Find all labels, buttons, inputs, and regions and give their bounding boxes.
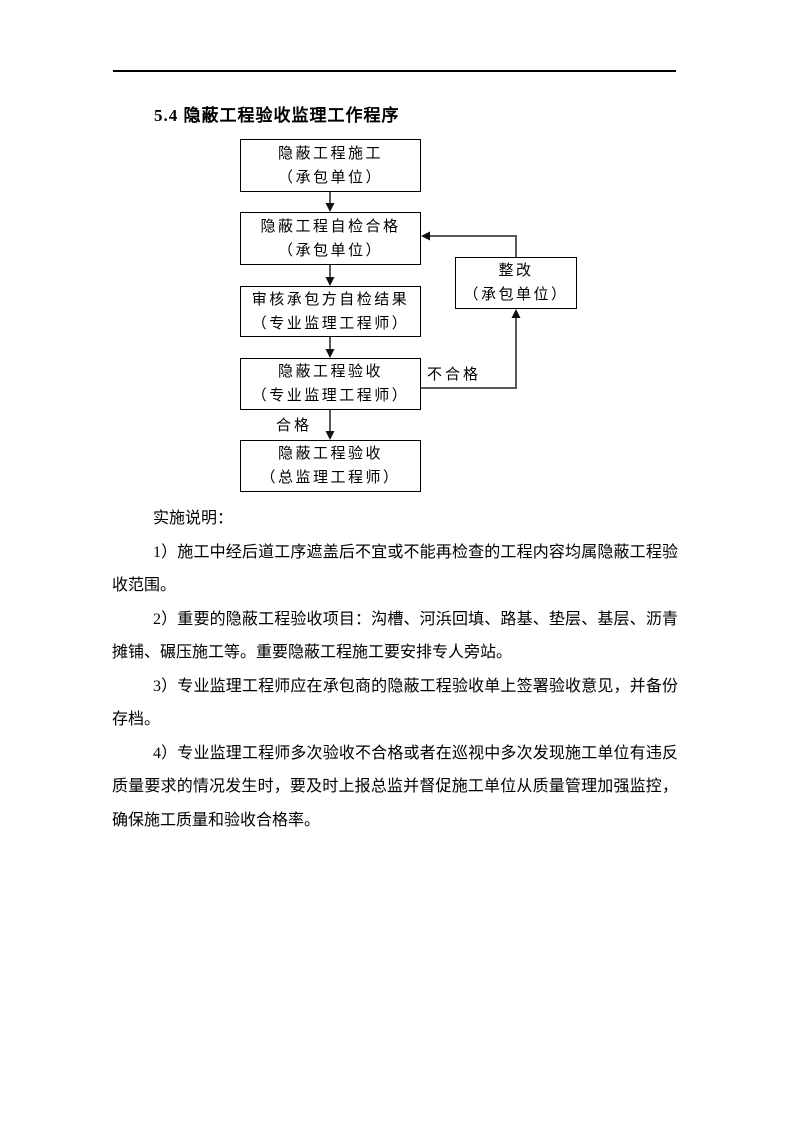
header-rule: [113, 70, 676, 72]
flow-box-rectify: 整改 （承包单位）: [455, 257, 577, 309]
implementation-notes: 实施说明： 1）施工中经后道工序遮盖后不宜或不能再检查的工程内容均属隐蔽工程验收…: [112, 502, 678, 837]
flow-box-acceptance-pro-line1: 隐蔽工程验收: [277, 364, 383, 380]
flow-box-review: 审核承包方自检结果 （专业监理工程师）: [240, 286, 421, 337]
flow-box-acceptance-pro-line2: （专业监理工程师）: [251, 388, 410, 404]
flow-box-self-check: 隐蔽工程自检合格 （承包单位）: [240, 212, 421, 265]
arrow-fail-to-rectify: [421, 309, 521, 389]
notes-paragraph-4: 4）专业监理工程师多次验收不合格或者在巡视中多次发现施工单位有违反质量要求的情况…: [112, 744, 678, 829]
flow-box-acceptance-chief-line2: （总监理工程师）: [260, 470, 401, 486]
flow-box-acceptance-chief: 隐蔽工程验收 （总监理工程师）: [240, 440, 421, 492]
notes-paragraph-1: 1）施工中经后道工序遮盖后不宜或不能再检查的工程内容均属隐蔽工程验收范围。: [112, 543, 678, 595]
flowchart-connectors: [325, 192, 521, 440]
flow-box-self-check-line2: （承包单位）: [277, 242, 383, 259]
flow-box-acceptance-chief-line1: 隐蔽工程验收: [277, 446, 383, 462]
arrow-pass-to-chief: [325, 410, 335, 440]
flow-box-review-line1: 审核承包方自检结果: [251, 291, 410, 308]
flow-box-construction: 隐蔽工程施工 （承包单位）: [240, 139, 421, 192]
arrow-review-to-acceptance: [325, 337, 335, 358]
flow-box-self-check-line1: 隐蔽工程自检合格: [260, 218, 401, 235]
arrow-construction-to-selfcheck: [325, 192, 335, 212]
arrow-rectify-to-selfcheck: [421, 231, 517, 257]
notes-paragraph-3: 3）专业监理工程师应在承包商的隐蔽工程验收单上签署验收意见，并备份存档。: [112, 677, 678, 729]
edge-label-fail: 不合格: [427, 363, 482, 384]
flow-box-rectify-line2: （承包单位）: [463, 287, 569, 303]
notes-heading: 实施说明：: [153, 510, 234, 527]
arrow-selfcheck-to-review: [325, 265, 335, 286]
flow-box-construction-line2: （承包单位）: [277, 169, 383, 186]
notes-paragraph-2: 2）重要的隐蔽工程验收项目：沟槽、河浜回填、路基、垫层、基层、沥青摊铺、碾压施工…: [112, 610, 678, 662]
page-title: 5.4 隐蔽工程验收监理工作程序: [154, 106, 400, 125]
flow-box-rectify-line1: 整改: [498, 263, 534, 279]
edge-label-pass: 合格: [276, 414, 313, 435]
flow-box-acceptance-pro: 隐蔽工程验收 （专业监理工程师）: [240, 358, 421, 410]
flow-box-review-line2: （专业监理工程师）: [251, 315, 410, 332]
flow-box-construction-line1: 隐蔽工程施工: [277, 145, 383, 162]
